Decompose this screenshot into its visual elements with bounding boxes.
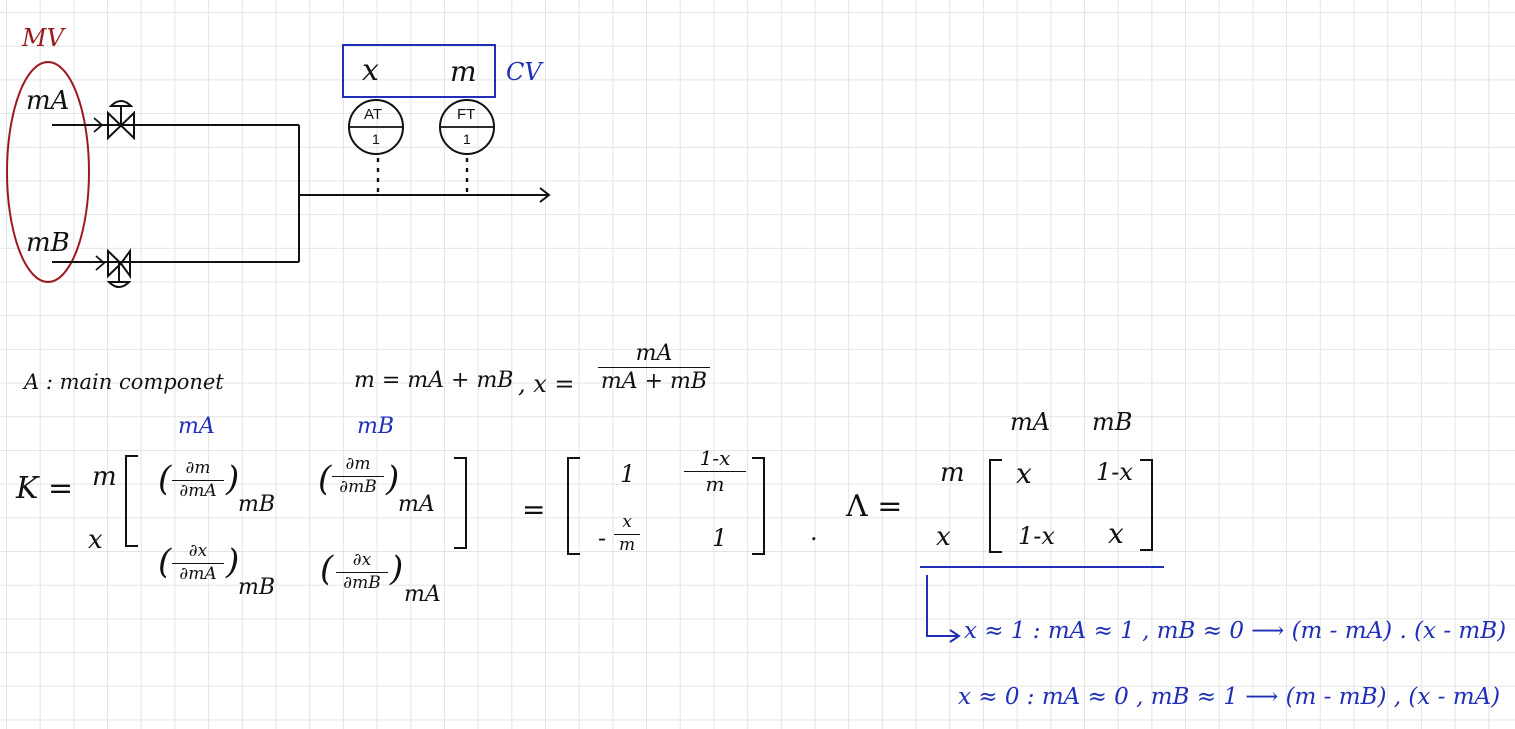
mv-label: MV xyxy=(22,24,64,52)
control-valve-b xyxy=(106,247,132,288)
rga-row-label-x: x xyxy=(936,522,951,552)
k21-num: ∂x xyxy=(172,542,224,564)
k11-num: ∂m xyxy=(172,459,224,481)
k-matrix-left-bracket xyxy=(125,455,138,547)
k-result-r1c2-den: m xyxy=(705,472,725,496)
at-tag: AT xyxy=(364,106,383,123)
k21-den: ∂mA xyxy=(179,563,217,584)
conclusion-arrow xyxy=(926,575,958,637)
k21-partial: ∂x ∂mA xyxy=(172,542,224,584)
k22-partial: ∂x ∂mB xyxy=(336,551,388,593)
rga-col-header-mb: mB xyxy=(1092,408,1133,436)
stream-b-label: mB xyxy=(26,228,70,258)
mv-ellipse xyxy=(6,61,90,283)
k11-open-paren: ( xyxy=(158,459,172,499)
k11-partial: ∂m ∂mA xyxy=(172,459,224,501)
k-result-left-bracket xyxy=(567,457,580,555)
k21-close-paren: ) xyxy=(226,542,240,582)
k22-num: ∂x xyxy=(336,551,388,573)
k12-subscript: mA xyxy=(398,492,435,517)
rga-symbol: Λ = xyxy=(846,489,903,524)
k-symbol: K = xyxy=(16,471,74,506)
control-valve-a xyxy=(107,100,135,141)
k12-partial: ∂m ∂mB xyxy=(332,455,384,497)
k-equals: = xyxy=(522,493,546,526)
k-row-label-m: m xyxy=(92,462,117,492)
k11-den: ∂mA xyxy=(179,480,217,501)
k-result-r1c2-num: 1-x xyxy=(684,448,746,472)
outlet-arrow xyxy=(539,187,551,203)
cv-box xyxy=(342,44,496,98)
k-col-header-ma: mA xyxy=(178,414,215,439)
k-result-r2c2: 1 xyxy=(712,524,728,552)
cv-var-flow: m xyxy=(450,55,477,88)
k21-open-paren: ( xyxy=(158,542,172,582)
k-result-r2c1-den: m xyxy=(618,534,636,555)
k-row-label-x: x xyxy=(88,525,103,555)
rga-col-header-ma: mA xyxy=(1010,408,1051,436)
k12-den: ∂mB xyxy=(339,476,377,497)
k-matrix-right-bracket xyxy=(454,457,467,549)
k22-den: ∂mB xyxy=(343,572,381,593)
k12-num: ∂m xyxy=(332,455,384,477)
rga-cell-r2c1: 1-x xyxy=(1018,522,1055,550)
stream-a-label: mA xyxy=(26,86,70,116)
m-definition: m = mA + mB xyxy=(354,368,514,393)
rga-cell-r2c2: x xyxy=(1108,517,1124,550)
rga-cell-r1c1: x xyxy=(1016,457,1032,490)
cv-var-composition: x xyxy=(362,53,379,88)
k11-subscript: mB xyxy=(238,492,276,517)
x-definition-numerator: mA xyxy=(598,342,710,369)
at-number: 1 xyxy=(372,131,380,147)
k-result-r2c1-num: x xyxy=(614,513,640,535)
rga-row-label-m: m xyxy=(940,458,965,488)
conclusion-x-near-0: x ≈ 0 : mA ≈ 0 , mB ≈ 1 ⟶ (m - mB) , (x … xyxy=(958,684,1501,710)
x-definition-lead: , x = xyxy=(518,370,575,398)
k-col-header-mb: mB xyxy=(357,414,395,439)
k22-close-paren: ) xyxy=(390,549,404,589)
flow-arrow-a xyxy=(93,117,104,133)
k22-subscript: mA xyxy=(404,582,441,607)
x-definition-fraction: mA mA + mB xyxy=(598,342,710,393)
k12-close-paren: ) xyxy=(386,459,400,499)
k-result-r2c1-sign: - xyxy=(598,524,607,552)
k11-close-paren: ) xyxy=(226,459,240,499)
k21-subscript: mB xyxy=(238,575,276,600)
rga-left-bracket xyxy=(989,459,1002,553)
rga-cell-r1c2: 1-x xyxy=(1096,458,1133,486)
conclusion-x-near-1: x ≈ 1 : mA ≈ 1 , mB ≈ 0 ⟶ (m - mA) . (x … xyxy=(964,618,1507,644)
cv-label: CV xyxy=(506,58,542,86)
x-definition-denominator: mA + mB xyxy=(600,369,708,395)
flow-arrow-b xyxy=(95,255,106,271)
ft-tag: FT xyxy=(457,106,476,123)
k-result-r2c1: x m xyxy=(614,513,640,555)
k12-open-paren: ( xyxy=(318,459,332,499)
rga-right-bracket xyxy=(1140,459,1153,551)
k-result-r1c1: 1 xyxy=(620,460,636,488)
k-result-right-bracket xyxy=(752,457,765,555)
ft-number: 1 xyxy=(463,131,471,147)
k22-open-paren: ( xyxy=(320,549,334,589)
main-component-note: A : main componet xyxy=(24,370,224,394)
k-result-r1c2: 1-x m xyxy=(684,448,746,495)
rga-separator: . xyxy=(810,518,818,546)
